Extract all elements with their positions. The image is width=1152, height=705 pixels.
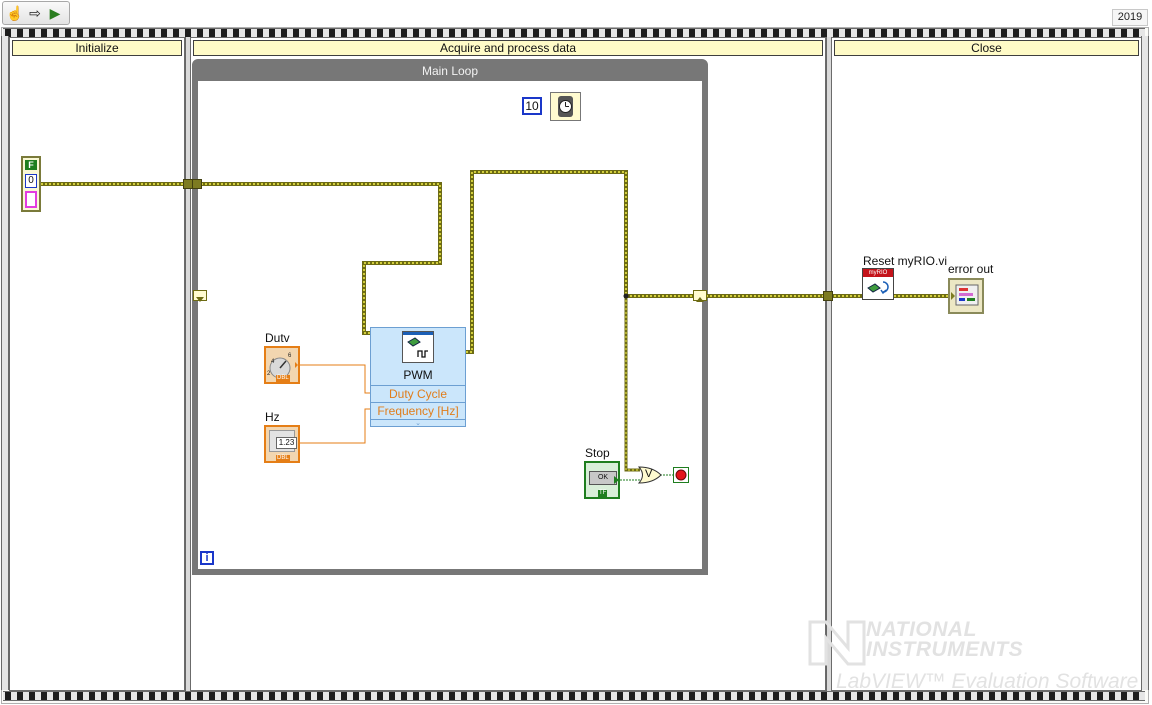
- sequence-tunnel[interactable]: [823, 291, 833, 301]
- error-out-indicator[interactable]: [948, 278, 984, 314]
- wait-ms-function-icon[interactable]: [550, 92, 581, 121]
- film-strip-bottom: [3, 691, 1145, 701]
- iteration-terminal[interactable]: i: [200, 551, 214, 565]
- knob-mark: 4: [271, 359, 275, 365]
- duty-label: Dutv: [265, 331, 290, 345]
- arrow-right-icon[interactable]: ⇨: [29, 5, 41, 21]
- ok-button-face: OK: [589, 471, 617, 485]
- frame-initialize-title: Initialize: [12, 40, 182, 56]
- block-diagram-toolbar: ☝ ⇨ ▶: [2, 1, 70, 25]
- main-while-loop[interactable]: [192, 59, 708, 575]
- pwm-title: PWM: [403, 368, 433, 382]
- film-strip-left: [1, 36, 9, 690]
- hz-numeric-control[interactable]: 1.23 DBL: [264, 425, 300, 463]
- wait-ms-constant[interactable]: 10: [522, 97, 542, 115]
- knob-mark: 2: [267, 371, 271, 377]
- pwm-input-frequency[interactable]: Frequency [Hz]: [371, 402, 465, 419]
- code-numeric: 0: [25, 174, 37, 188]
- loop-condition-icon[interactable]: [673, 467, 689, 483]
- reset-vi-label: Reset myRIO.vi: [863, 254, 948, 268]
- duty-knob-control[interactable]: 4 6 2 DBL: [264, 346, 300, 384]
- myrio-badge: myRIO: [863, 269, 893, 277]
- source-string: [25, 191, 37, 208]
- knob-mark: 6: [288, 353, 292, 359]
- shift-register-left[interactable]: [193, 290, 207, 302]
- reset-myrio-subvi[interactable]: myRIO: [862, 268, 894, 300]
- pwm-input-duty-cycle[interactable]: Duty Cycle: [371, 385, 465, 402]
- or-gate-icon[interactable]: V: [637, 466, 662, 484]
- tf-type-badge: TF: [598, 490, 608, 497]
- frame-initialize[interactable]: Initialize: [9, 37, 185, 691]
- shift-register-right[interactable]: [693, 290, 707, 302]
- hz-display: 1.23: [276, 437, 297, 449]
- version-badge: 2019: [1112, 9, 1148, 26]
- frame-close-title: Close: [834, 40, 1139, 56]
- pwm-icon: [402, 331, 434, 363]
- main-loop-label: Main Loop: [421, 64, 479, 78]
- dbl-type-badge: DBL: [276, 375, 290, 382]
- run-icon[interactable]: ▶: [49, 5, 61, 21]
- hz-label: Hz: [265, 410, 280, 424]
- error-cluster-constant[interactable]: F 0: [21, 156, 41, 212]
- stop-label: Stop: [585, 446, 610, 460]
- hand-icon[interactable]: ☝: [6, 5, 24, 21]
- stop-button-control[interactable]: OK TF: [584, 461, 620, 499]
- pwm-express-vi[interactable]: PWM Duty Cycle Frequency [Hz] ⌄: [370, 327, 466, 427]
- frame-acquire-title: Acquire and process data: [193, 40, 823, 56]
- expand-chevron-icon[interactable]: ⌄: [371, 419, 465, 428]
- or-gate-label: V: [645, 468, 653, 480]
- error-out-label: error out: [948, 262, 994, 276]
- loop-tunnel[interactable]: [192, 179, 202, 189]
- status-boolean: F: [25, 160, 37, 170]
- frame-close[interactable]: Close: [831, 37, 1142, 691]
- dbl-type-badge: DBL: [276, 455, 290, 462]
